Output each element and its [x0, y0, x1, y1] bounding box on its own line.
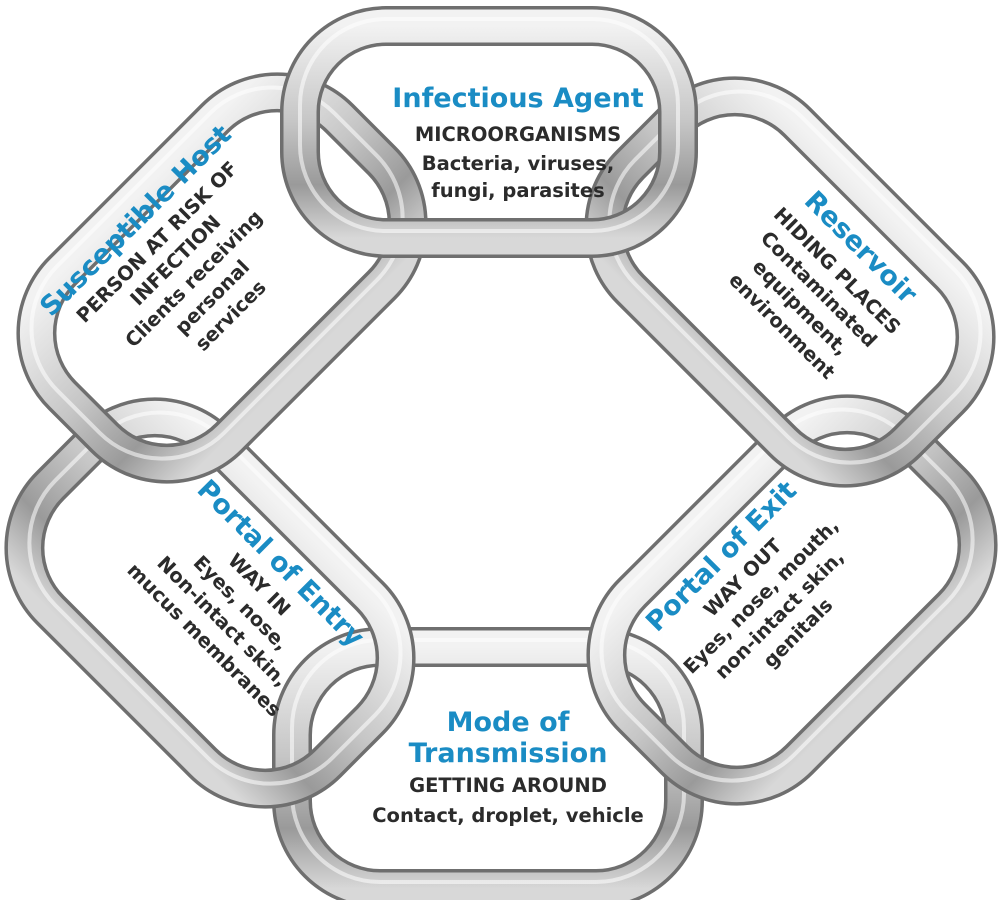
link-infectious-agent: Infectious Agent MICROORGANISMS Bacteria… — [392, 83, 643, 202]
link-ring-infectious-agent — [280, 6, 698, 258]
mode-of-transmission-title-line-1: Mode of — [447, 707, 570, 738]
infectious-agent-title: Infectious Agent — [392, 83, 643, 114]
infectious-agent-line-2: fungi, parasites — [431, 179, 604, 202]
chain-links — [4, 6, 998, 900]
infectious-agent-subtitle: MICROORGANISMS — [415, 123, 621, 146]
link-ring-portal-of-entry — [4, 397, 416, 809]
link-mode-of-transmission: Mode of Transmission GETTING AROUND Cont… — [372, 707, 643, 827]
link-ring-reservoir — [584, 76, 996, 488]
mode-of-transmission-subtitle: GETTING AROUND — [409, 774, 607, 797]
mode-of-transmission-title-line-2: Transmission — [409, 738, 608, 769]
infectious-agent-line-1: Bacteria, viruses, — [422, 152, 615, 175]
link-ring-portal-of-exit — [586, 394, 998, 806]
mode-of-transmission-line-1: Contact, droplet, vehicle — [372, 804, 643, 827]
link-ring-susceptible-host — [16, 72, 428, 484]
